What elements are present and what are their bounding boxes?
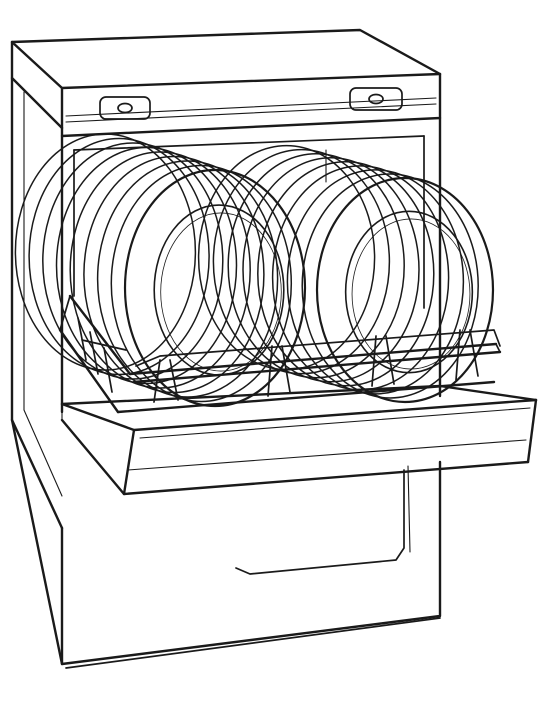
control-knob[interactable] <box>99 96 151 120</box>
plate-rim <box>301 173 479 399</box>
plate-rim <box>227 152 405 379</box>
plate-inner-well <box>344 210 474 374</box>
cabinet-top <box>10 28 442 130</box>
plate-rim <box>123 168 307 408</box>
cabinet-front-frame <box>60 116 442 414</box>
dish-rack[interactable] <box>58 294 502 414</box>
plate-rim <box>110 164 293 403</box>
plate-rim <box>286 169 465 395</box>
plate-stacks <box>14 133 495 408</box>
floor-line <box>65 617 441 669</box>
dishwasher-door-open[interactable] <box>60 384 538 496</box>
plate-rim <box>197 144 376 371</box>
cabinet-lower-front <box>10 418 442 666</box>
plate-inner-well <box>160 212 282 372</box>
plate-inner-well <box>351 218 471 370</box>
control-knob[interactable] <box>349 87 403 111</box>
plate-rim <box>257 161 435 387</box>
plate-rim <box>315 176 495 404</box>
plate-rim <box>212 148 391 375</box>
plate-rim <box>242 157 420 383</box>
